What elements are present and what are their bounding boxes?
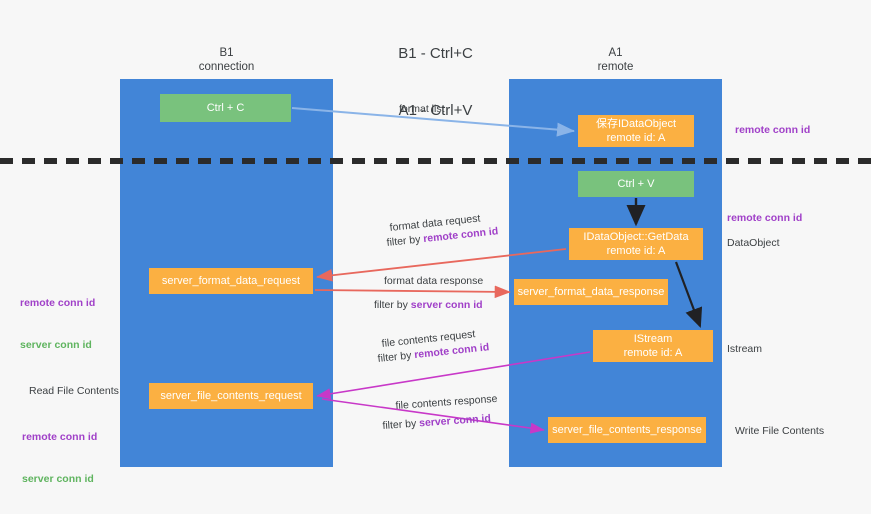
annotation-left-server-conn-id-bottom: server conn id (22, 473, 94, 485)
annotation-left-remote-conn-id-bottom: remote conn id (22, 431, 98, 443)
column-header-a1: A1 remote (509, 46, 722, 74)
annotation-dataobject: DataObject (727, 237, 780, 249)
filter-key-server-conn-id: server conn id (410, 299, 483, 311)
node-idataobject-getdata-line1: IDataObject::GetData (583, 231, 689, 243)
node-server-file-contents-response-label: server_file_contents_response (552, 424, 702, 436)
edge-label-format-data-response: format data response (384, 275, 484, 287)
page-title-line1: B1 - Ctrl+C (398, 45, 473, 62)
edge-label-format-list: format list (399, 103, 445, 115)
annotation-remote-conn-id-top: remote conn id (735, 124, 811, 136)
diagram-canvas: B1 - Ctrl+C A1 - Ctrl+V B1 connection A1… (0, 45, 871, 485)
filter-prefix: filter by (382, 417, 420, 432)
column-header-b1-name: B1 (219, 47, 234, 59)
node-save-idataobject-line1: 保存IDataObject (595, 118, 677, 130)
filter-prefix: filter by (377, 349, 415, 365)
node-idataobject-getdata-line2: remote id: A (606, 245, 666, 257)
node-server-file-contents-request-label: server_file_contents_request (160, 390, 302, 402)
node-istream-line1: IStream (633, 333, 673, 345)
edge-label-file-contents-response-filter: filter by server conn id (382, 411, 491, 433)
filter-prefix: filter by (386, 233, 424, 249)
annotation-left-conn-ids-bottom: remote conn id server conn id (22, 402, 97, 514)
node-ctrl-c-label: Ctrl + C (206, 102, 245, 114)
column-header-a1-role: remote (597, 61, 634, 73)
node-save-idataobject[interactable]: 保存IDataObject remote id: A (578, 115, 694, 147)
node-server-format-data-request[interactable]: server_format_data_request (149, 268, 313, 294)
node-server-file-contents-response[interactable]: server_file_contents_response (548, 417, 706, 443)
node-save-idataobject-line2: remote id: A (606, 132, 666, 144)
annotation-left-conn-ids-mid: remote conn id server conn id (20, 268, 95, 380)
node-ctrl-v-label: Ctrl + V (617, 178, 655, 190)
node-idataobject-getdata[interactable]: IDataObject::GetData remote id: A (569, 228, 703, 260)
edge-format-data-response (314, 285, 511, 299)
node-istream-line2: remote id: A (623, 347, 683, 359)
filter-key-server-conn-id: server conn id (418, 412, 492, 430)
annotation-istream: Istream (727, 343, 763, 355)
column-header-a1-name: A1 (608, 47, 623, 59)
node-server-file-contents-request[interactable]: server_file_contents_request (149, 383, 313, 409)
node-ctrl-v[interactable]: Ctrl + V (578, 171, 694, 197)
annotation-left-server-conn-id-mid: server conn id (20, 339, 92, 351)
annotation-write-file-contents: Write File Contents (735, 425, 825, 437)
filter-prefix: filter by (374, 299, 411, 311)
node-ctrl-c[interactable]: Ctrl + C (160, 94, 291, 122)
node-istream[interactable]: IStream remote id: A (593, 330, 713, 362)
node-server-format-data-response-label: server_format_data_response (517, 286, 665, 298)
annotation-remote-conn-id-mid: remote conn id (727, 212, 803, 224)
node-server-format-data-request-label: server_format_data_request (161, 275, 301, 287)
column-header-b1-role: connection (198, 61, 255, 73)
node-server-format-data-response[interactable]: server_format_data_response (514, 279, 668, 305)
annotation-read-file-contents: Read File Contents (29, 385, 119, 397)
annotation-left-remote-conn-id-mid: remote conn id (20, 297, 96, 309)
edge-label-format-data-response-filter: filter by server conn id (374, 298, 483, 312)
column-header-b1: B1 connection (120, 46, 333, 74)
edge-label-file-contents-response: file contents response (395, 392, 498, 412)
